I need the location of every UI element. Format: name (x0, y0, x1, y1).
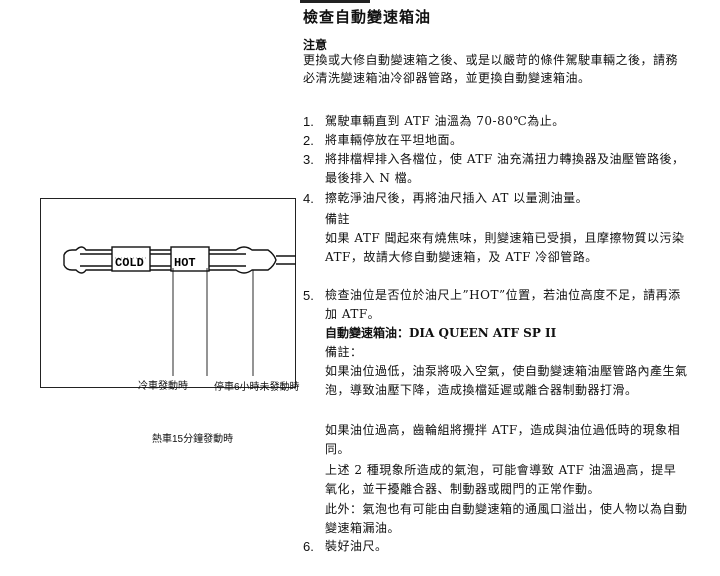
page-title: 檢查自動變速箱油 (303, 8, 432, 26)
step-text: 將排檔桿排入各檔位，使 ATF 油充滿扭力轉換器及油壓管路後，最後排入 N 檔。 (325, 152, 685, 185)
step4-note-heading: 備註 (325, 212, 351, 226)
dipstick-diagram-frame (40, 198, 296, 388)
dipstick-diagram: COLD HOT (63, 246, 296, 376)
hot-mark-label: HOT (174, 256, 196, 270)
high-level-text: 如果油位過高，齒輪組將攪拌 ATF，造成與油位過低時的現象相同。 (325, 423, 681, 456)
step-number: 4. (303, 191, 314, 206)
step-text: 擦乾淨油尺後，再將油尺插入 AT 以量測油量。 (325, 191, 589, 205)
step-6: 6. 裝好油尺。 (303, 537, 688, 556)
step5-note-heading: 備註： (325, 345, 363, 359)
step-number: 3. (303, 152, 314, 167)
step-text: 裝好油尺。 (325, 539, 388, 553)
step-text: 檢查油位是否位於油尺上”HOT”位置，若油位高度不足，請再添加 ATF。 (325, 288, 681, 321)
step-text: 將車輛停放在平坦地面。 (325, 133, 463, 147)
step-text: 駕駛車輛直到 ATF 油溫為 70-80℃為止。 (325, 114, 565, 128)
low-level-text: 如果油位過低，油泵將吸入空氣，使自動變速箱油壓管路內產生氣泡，導致油壓下降，造成… (325, 364, 688, 397)
fluid-spec: 自動變速箱油：DIA QUEEN ATF SP II (325, 326, 557, 340)
leak-text: 此外：氣泡也有可能由自動變速箱的通風口溢出，使人物以為自動變速箱漏油。 (325, 502, 688, 535)
step-5: 5. 檢查油位是否位於油尺上”HOT”位置，若油位高度不足，請再添加 ATF。 (303, 286, 688, 324)
step-2: 2. 將車輛停放在平坦地面。 (303, 131, 688, 150)
step-1: 1. 駕駛車輛直到 ATF 油溫為 70-80℃為止。 (303, 112, 688, 131)
cold-start-caption: 冷車發動時 (138, 381, 188, 392)
note-text: 更換或大修自動變速箱之後、或是以嚴苛的條件駕駛車輛之後，請務必清洗變速箱油冷卻器… (303, 53, 679, 85)
step-number: 2. (303, 133, 314, 148)
bubble-text: 上述 2 種現象所造成的氣泡，可能會導致 ATF 油溫過高，提早氧化，並干擾離合… (325, 463, 677, 496)
step-4: 4. 擦乾淨油尺後，再將油尺插入 AT 以量測油量。 (303, 189, 688, 208)
warm-start-caption: 熱車15分鐘發動時 (152, 434, 234, 445)
step-number: 1. (303, 114, 314, 129)
step-3: 3. 將排檔桿排入各檔位，使 ATF 油充滿扭力轉換器及油壓管路後，最後排入 N… (303, 150, 688, 188)
step-number: 5. (303, 288, 314, 303)
cold-mark-label: COLD (115, 256, 144, 270)
header-rule (300, 0, 370, 3)
six-hour-caption: 停車6小時未發動時 (214, 382, 300, 393)
step-number: 6. (303, 539, 314, 554)
note-heading: 注意 (303, 38, 328, 52)
step4-note-text: 如果 ATF 聞起來有燒焦味，則變速箱已受損，且摩擦物質以污染 ATF，故請大修… (325, 231, 685, 264)
